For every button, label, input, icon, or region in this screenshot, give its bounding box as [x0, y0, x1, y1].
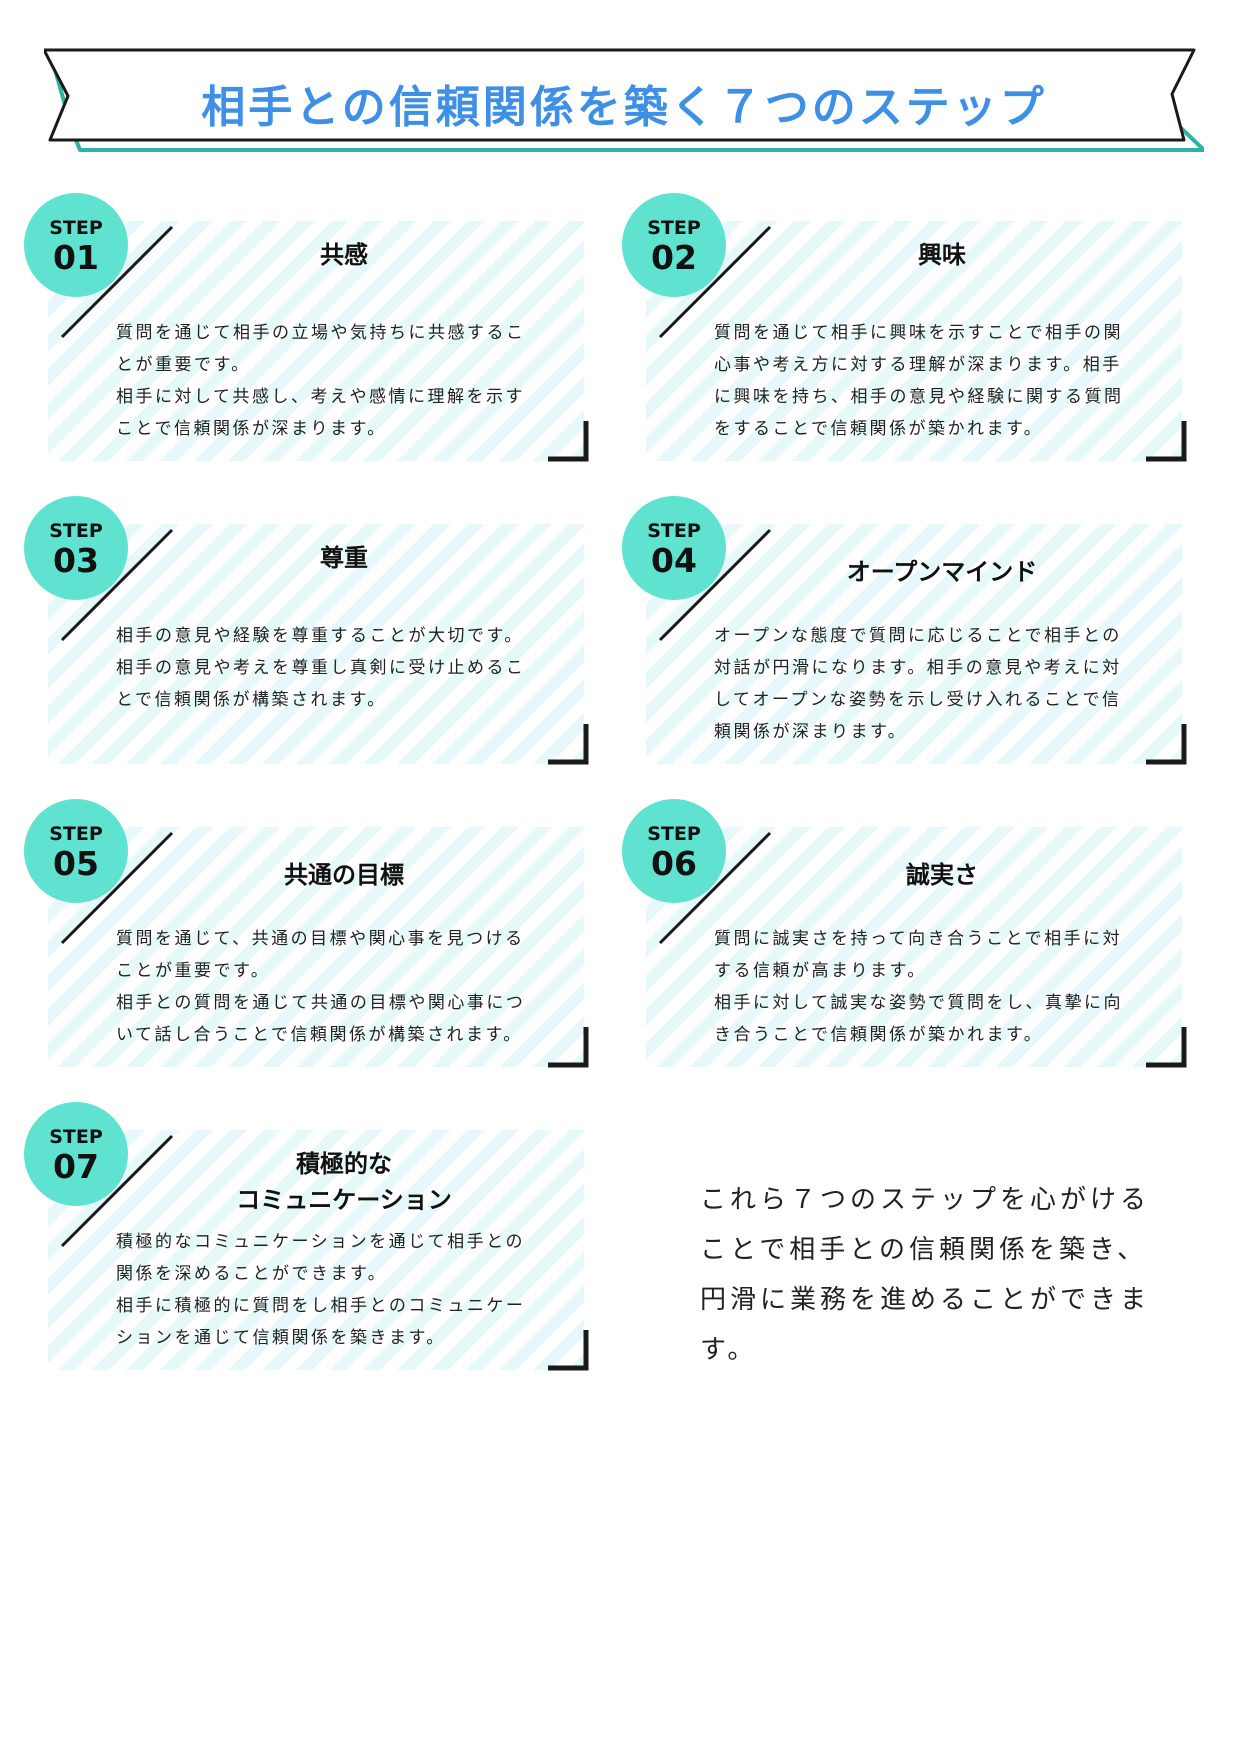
step-card-04: STEP 04 オープンマインド オープンな態度で質問に応じることで相手との 対… — [622, 496, 1187, 771]
corner-bracket — [548, 724, 589, 765]
step-title: 興味 — [918, 241, 966, 269]
page-title: 相手との信頼関係を築く７つのステップ — [201, 82, 1047, 133]
slash-line — [60, 528, 174, 642]
step-label: STEP — [647, 217, 701, 239]
step-label: STEP — [49, 1126, 103, 1148]
step-card-05: STEP 05 共通の目標 質問を通じて、共通の目標や関心事を見つける ことが重… — [24, 799, 589, 1074]
slash-line — [60, 831, 174, 945]
step-title: 積極的な コミュニケーション — [236, 1150, 452, 1214]
corner-bracket — [1146, 1027, 1187, 1068]
step-number: 04 — [651, 541, 697, 580]
step-number: 01 — [53, 238, 99, 277]
step-badge: STEP 02 — [622, 193, 726, 297]
step-description: 相手の意見や経験を尊重することが大切です。 相手の意見や考えを尊重し真剣に受け止… — [116, 626, 526, 710]
step-description: 質問を通じて、共通の目標や関心事を見つける ことが重要です。 相手との質問を通じ… — [116, 929, 526, 1045]
step-number: 07 — [53, 1147, 99, 1186]
ribbon-shape — [44, 48, 1204, 152]
corner-bracket — [548, 1027, 589, 1068]
slash-line — [658, 528, 772, 642]
step-number: 05 — [53, 844, 99, 883]
step-title: 共通の目標 — [284, 861, 404, 889]
step-number: 02 — [651, 238, 697, 277]
title-banner: 相手との信頼関係を築く７つのステップ — [44, 48, 1204, 158]
corner-bracket — [548, 421, 589, 462]
step-label: STEP — [647, 823, 701, 845]
step-number: 06 — [651, 844, 697, 883]
step-badge: STEP 07 — [24, 1102, 128, 1206]
slash-line — [60, 1134, 174, 1248]
step-title: 共感 — [320, 241, 368, 269]
step-badge: STEP 05 — [24, 799, 128, 903]
step-card-07: STEP 07 積極的な コミュニケーション 積極的なコミュニケーションを通じて… — [24, 1102, 589, 1377]
step-label: STEP — [647, 520, 701, 542]
step-card-06: STEP 06 誠実さ 質問に誠実さを持って向き合うことで相手に対 する信頼が高… — [622, 799, 1187, 1074]
step-number: 03 — [53, 541, 99, 580]
closing-statement: これら７つのステップを心がける ことで相手との信頼関係を築き、 円滑に業務を進め… — [700, 1185, 1151, 1365]
step-card-01: STEP 01 共感 質問を通じて相手の立場や気持ちに共感するこ とが重要です。… — [24, 193, 589, 468]
corner-bracket — [1146, 724, 1187, 765]
step-badge: STEP 06 — [622, 799, 726, 903]
step-badge: STEP 04 — [622, 496, 726, 600]
slash-line — [658, 225, 772, 339]
step-title: オープンマインド — [846, 558, 1038, 586]
step-title: 尊重 — [320, 544, 368, 572]
step-card-02: STEP 02 興味 質問を通じて相手に興味を示すことで相手の関 心事や考え方に… — [622, 193, 1187, 468]
step-description: オープンな態度で質問に応じることで相手との 対話が円滑になります。相手の意見や考… — [714, 626, 1122, 742]
step-title: 誠実さ — [906, 861, 978, 889]
slash-line — [60, 225, 174, 339]
step-card-03: STEP 03 尊重 相手の意見や経験を尊重することが大切です。 相手の意見や考… — [24, 496, 589, 771]
step-label: STEP — [49, 823, 103, 845]
step-description: 質問に誠実さを持って向き合うことで相手に対 する信頼が高まります。 相手に対して… — [714, 929, 1123, 1045]
corner-bracket — [548, 1330, 589, 1371]
step-badge: STEP 03 — [24, 496, 128, 600]
corner-bracket — [1146, 421, 1187, 462]
step-badge: STEP 01 — [24, 193, 128, 297]
step-label: STEP — [49, 520, 103, 542]
step-description: 積極的なコミュニケーションを通じて相手との 関係を深めることができます。 相手に… — [116, 1232, 526, 1348]
slash-line — [658, 831, 772, 945]
step-description: 質問を通じて相手の立場や気持ちに共感するこ とが重要です。 相手に対して共感し、… — [116, 323, 526, 439]
step-label: STEP — [49, 217, 103, 239]
step-description: 質問を通じて相手に興味を示すことで相手の関 心事や考え方に対する理解が深まります… — [714, 323, 1124, 439]
